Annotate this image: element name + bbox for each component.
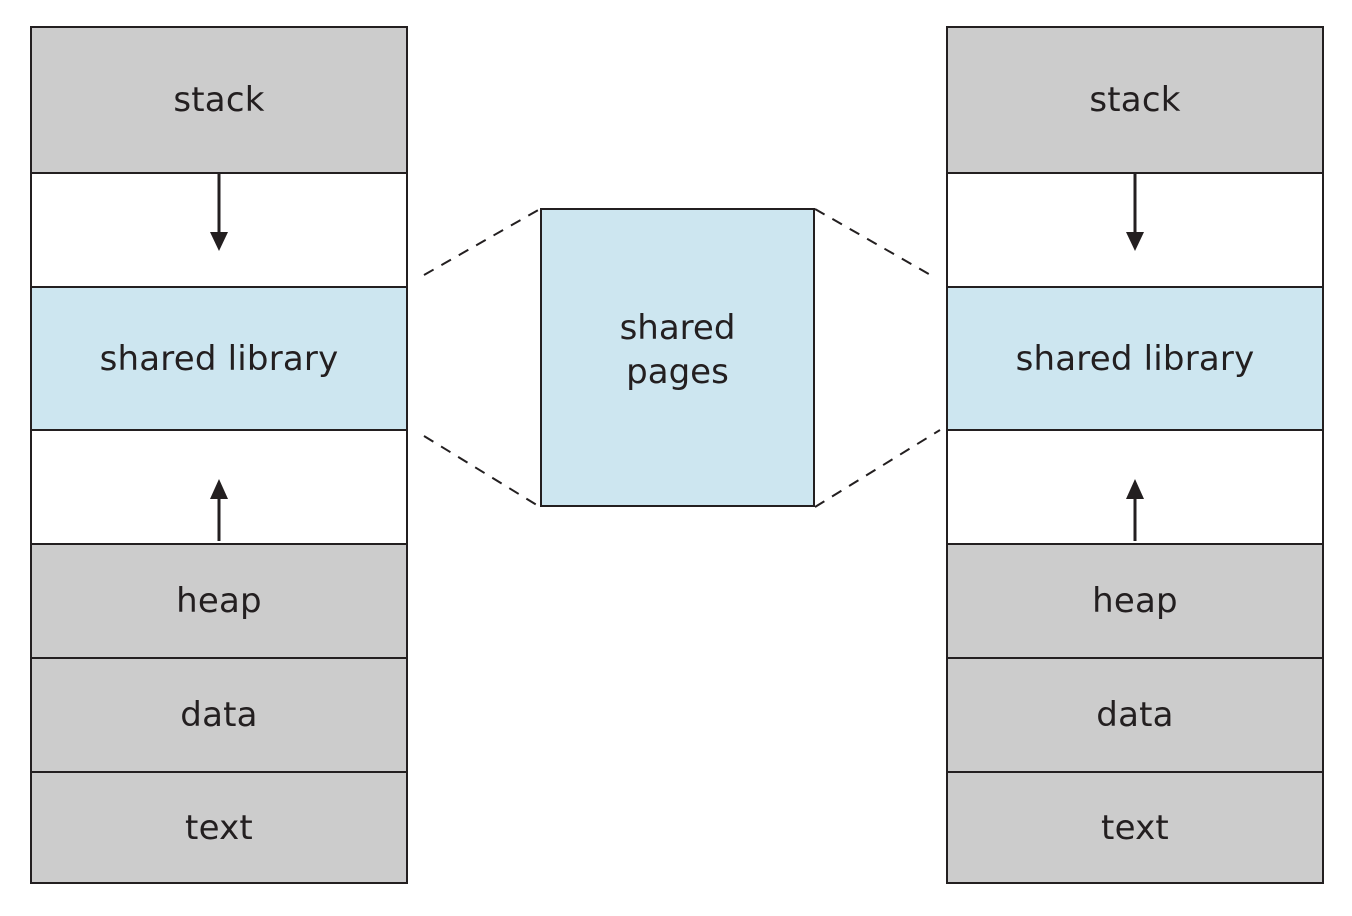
left-heap-segment: heap	[32, 543, 406, 657]
right-text-segment: text	[948, 771, 1322, 882]
right-free-space-lower	[948, 429, 1322, 543]
left-text-label: text	[185, 807, 253, 848]
left-free-space-lower	[32, 429, 406, 543]
right-shared-library-segment: shared library	[948, 286, 1322, 429]
right-mapping-line-top	[814, 208, 935, 278]
right-data-segment: data	[948, 657, 1322, 771]
shared-pages-label-line2: pages	[626, 352, 729, 392]
left-data-label: data	[180, 695, 258, 735]
left-stack-label: stack	[173, 80, 265, 120]
right-shared-library-label: shared library	[1015, 338, 1255, 379]
left-heap-label: heap	[176, 581, 262, 621]
left-free-space-upper	[32, 172, 406, 286]
right-stack-segment: stack	[948, 28, 1322, 172]
left-mapping-line-bottom	[423, 435, 541, 508]
left-shared-library-segment: shared library	[32, 286, 406, 429]
right-text-label: text	[1101, 807, 1169, 848]
process-right-address-space: stack shared library heap data text	[946, 26, 1324, 884]
shared-pages-label-line1: shared	[619, 308, 736, 348]
right-mapping-line-bottom	[814, 429, 941, 508]
left-stack-segment: stack	[32, 28, 406, 172]
right-heap-segment: heap	[948, 543, 1322, 657]
shared-pages-box: shared pages	[540, 208, 815, 507]
left-shared-library-label: shared library	[99, 338, 339, 379]
right-free-space-upper	[948, 172, 1322, 286]
right-heap-label: heap	[1092, 581, 1178, 621]
right-data-label: data	[1096, 695, 1174, 735]
left-data-segment: data	[32, 657, 406, 771]
left-mapping-line-top	[423, 208, 541, 276]
left-text-segment: text	[32, 771, 406, 882]
shared-pages-label: shared pages	[542, 306, 813, 394]
right-stack-label: stack	[1089, 80, 1181, 120]
process-left-address-space: stack shared library heap data text	[30, 26, 408, 884]
